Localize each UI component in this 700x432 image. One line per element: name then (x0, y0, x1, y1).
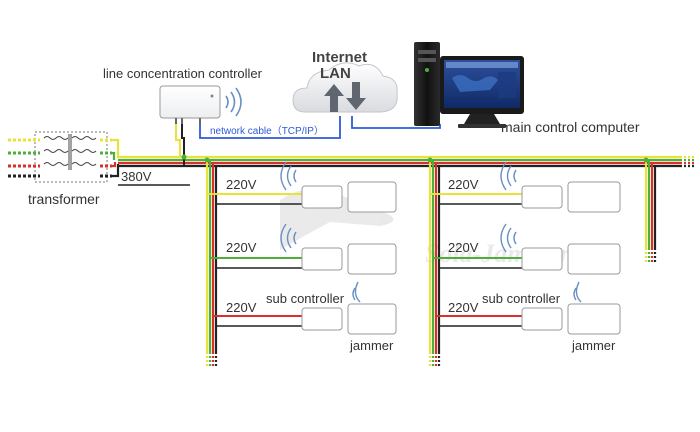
feeder-wires (112, 138, 190, 186)
sub-controller[interactable] (301, 185, 343, 209)
bus-junctions (181, 154, 649, 163)
wireless-signal-icon (352, 281, 361, 303)
branch-1-tier-3: 220V sub controller jammer (213, 281, 397, 353)
sub-controller[interactable] (521, 247, 563, 271)
jammer-device[interactable] (567, 181, 621, 213)
tier-voltage-label: 220V (226, 177, 257, 192)
sub-controller[interactable] (521, 307, 563, 331)
wireless-signal-icon (280, 223, 297, 253)
sub-controller[interactable] (521, 185, 563, 209)
voltage-380-label: 380V (121, 169, 152, 184)
transformer-coil-icon (43, 134, 97, 170)
jammer-device[interactable] (347, 243, 397, 275)
branch-2-tier-3: 220V sub controller jammer (436, 281, 621, 353)
jammer-device[interactable] (347, 181, 397, 213)
tier-voltage-label: 220V (226, 300, 257, 315)
controller-feed-wires (175, 124, 185, 166)
network-cable-label: network cable（TCP/IP） (210, 125, 324, 137)
main-computer-label: main control computer (501, 119, 640, 135)
branch-1-risers (205, 157, 218, 366)
jammer-device[interactable] (567, 243, 621, 275)
sub-controller-label: sub controller (266, 291, 345, 306)
sub-controller-label: sub controller (482, 291, 561, 306)
line-controller-label: line concentration controller (103, 66, 263, 81)
upload-arrow-icon (324, 84, 344, 112)
tier-voltage-label: 220V (448, 300, 479, 315)
jammer-label: jammer (349, 338, 394, 353)
network-cable (199, 116, 441, 139)
wireless-signal-icon (500, 161, 517, 191)
sub-controller[interactable] (301, 247, 343, 271)
jammer-device[interactable] (347, 303, 397, 335)
transformer (8, 131, 112, 183)
tier-voltage-label: 220V (226, 240, 257, 255)
lan-label: LAN (320, 65, 351, 82)
internet-label: Internet (312, 49, 367, 66)
branch-2-tier-2: 220V (433, 223, 621, 275)
cloud-icon (292, 62, 398, 113)
tier-voltage-label: 220V (448, 177, 479, 192)
branch-1-tier-2: 220V (210, 223, 397, 275)
transformer-label: transformer (28, 191, 100, 207)
wireless-signal-icon (573, 281, 582, 303)
line-concentration-controller[interactable] (159, 85, 221, 124)
sub-controller[interactable] (301, 307, 343, 331)
branch-2-tier-1: 220V (430, 161, 621, 213)
branch-3-risers (644, 157, 657, 262)
branch-1-tier-1: 220V (207, 161, 397, 213)
tier-voltage-label: 220V (448, 240, 479, 255)
wireless-signal-icon (225, 87, 242, 117)
desktop-computer-icon[interactable] (414, 42, 524, 128)
jammer-device[interactable] (567, 303, 621, 335)
wireless-signal-icon (500, 223, 517, 253)
jammer-label: jammer (571, 338, 616, 353)
main-power-bus (118, 155, 694, 168)
wireless-signal-icon (280, 161, 297, 191)
download-arrow-icon (346, 82, 366, 110)
